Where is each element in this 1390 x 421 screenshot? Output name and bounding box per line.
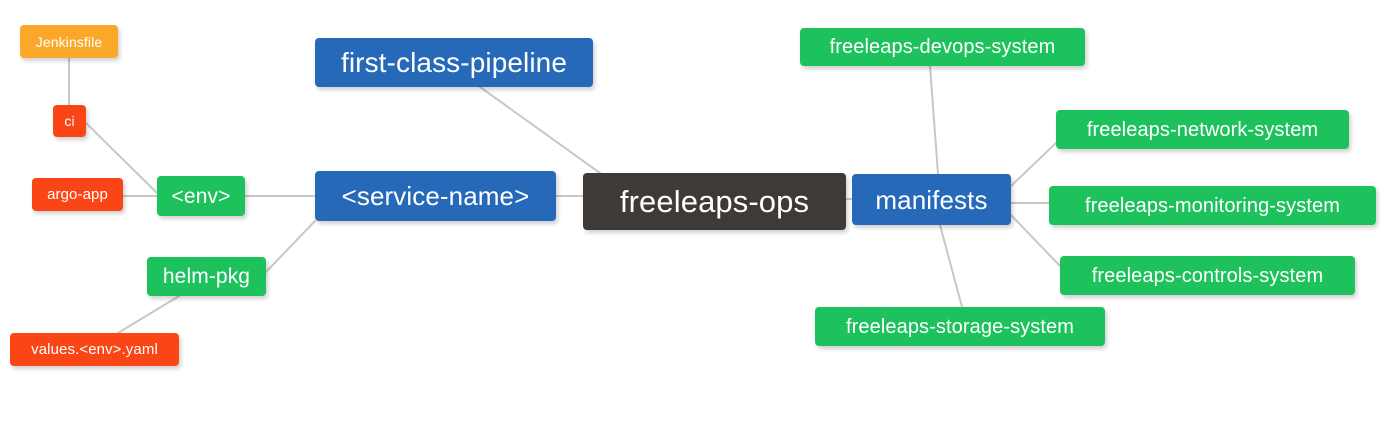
node-argo-app[interactable]: argo-app [32,178,123,211]
node-freeleaps-storage-system[interactable]: freeleaps-storage-system [815,307,1105,346]
edge-manifests-to-freeleaps-devops-system [929,65,939,175]
node-jenkinsfile[interactable]: Jenkinsfile [20,25,118,58]
node-label-freeleaps-network-system: freeleaps-network-system [1086,118,1319,141]
node-freeleaps-ops[interactable]: freeleaps-ops [583,173,846,230]
node-label-first-class-pipeline: first-class-pipeline [340,46,568,78]
edge-service-name-to-helm-pkg [265,220,316,273]
node-label-helm-pkg: helm-pkg [162,265,251,288]
node-label-freeleaps-storage-system: freeleaps-storage-system [845,315,1075,338]
node-freeleaps-devops-system[interactable]: freeleaps-devops-system [800,28,1085,66]
node-manifests[interactable]: manifests [852,174,1011,225]
node-ci[interactable]: ci [53,105,86,137]
node-freeleaps-network-system[interactable]: freeleaps-network-system [1056,110,1349,149]
node-freeleaps-monitoring-system[interactable]: freeleaps-monitoring-system [1049,186,1376,225]
node-label-freeleaps-monitoring-system: freeleaps-monitoring-system [1084,194,1340,217]
node-first-class-pipeline[interactable]: first-class-pipeline [315,38,593,87]
node-label-values-yaml: values.<env>.yaml [31,341,158,358]
node-label-manifests: manifests [875,184,988,215]
node-service-name[interactable]: <service-name> [315,171,556,221]
node-label-ci: ci [64,113,75,129]
node-label-env: <env> [171,184,231,208]
node-label-jenkinsfile: Jenkinsfile [35,33,103,50]
node-label-freeleaps-ops: freeleaps-ops [619,184,810,219]
node-values-yaml[interactable]: values.<env>.yaml [10,333,179,366]
edge-manifests-to-freeleaps-network-system [1010,142,1057,187]
node-label-freeleaps-controls-system: freeleaps-controls-system [1091,264,1324,287]
node-label-service-name: <service-name> [341,181,530,211]
node-env[interactable]: <env> [157,176,245,216]
node-freeleaps-controls-system[interactable]: freeleaps-controls-system [1060,256,1355,295]
node-label-freeleaps-devops-system: freeleaps-devops-system [829,36,1056,58]
edge-first-class-pipeline-to-freeleaps-ops [479,86,601,174]
node-label-argo-app: argo-app [47,186,108,203]
edge-helm-pkg-to-values-yaml [117,295,180,334]
edge-manifests-to-freeleaps-storage-system [939,224,963,308]
node-helm-pkg[interactable]: helm-pkg [147,257,266,296]
